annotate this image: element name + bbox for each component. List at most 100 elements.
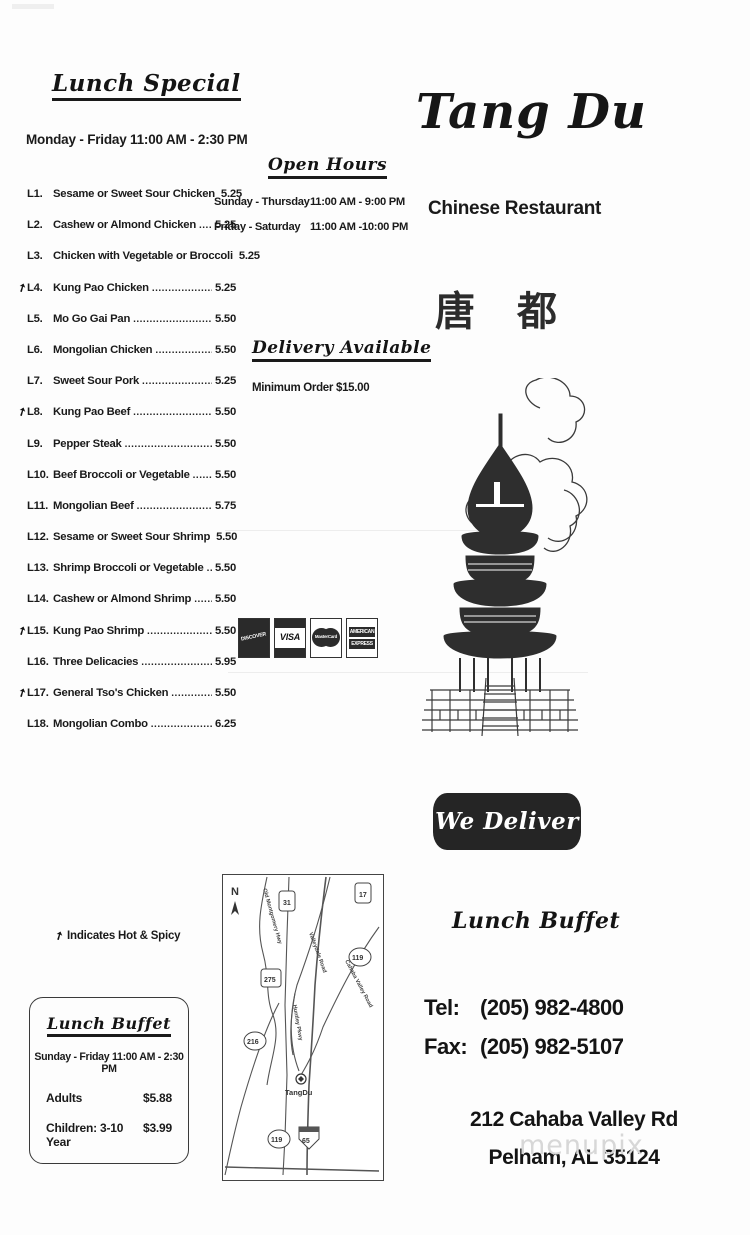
mastercard-circles: MasterCard <box>312 628 340 648</box>
menu-item-price: 5.25 <box>215 375 236 388</box>
menu-item-name: Kung Pao Beef <box>53 406 131 419</box>
menu-item-name: Shrimp Broccoli or Vegetable <box>53 562 204 575</box>
menu-item-price: 5.50 <box>215 406 236 419</box>
open-hours-time: 11:00 AM -10:00 PM <box>310 221 409 233</box>
map-road-31 <box>282 876 290 1176</box>
open-hours-time: 11:00 AM - 9:00 PM <box>310 196 405 208</box>
lunch-buffet-children-label: Children: 3-10 Year <box>46 1121 124 1149</box>
scan-artifact <box>228 672 588 673</box>
lunch-buffet-box-hours: Sunday - Friday 11:00 AM - 2:30 PM <box>34 1051 184 1075</box>
menu-item-name: Mongolian Combo <box>53 718 148 731</box>
menu-item-leader-dots: ........................................… <box>142 376 212 388</box>
discover-card-label: DISCOVER <box>240 631 267 643</box>
spicy-icon-placeholder <box>19 257 27 261</box>
menu-item-leader-dots: ........................................… <box>192 469 212 481</box>
menu-item-leader-dots: ........................................… <box>141 656 212 668</box>
delivery-available-heading: Delivery Available <box>252 338 432 362</box>
map-shield-31-label: 31 <box>283 900 291 907</box>
pagoda-roof-1 <box>461 531 539 555</box>
menu-item-name: Sesame or Sweet Sour Chicken <box>53 188 215 200</box>
menu-item-leader-dots: ........................................… <box>194 594 212 606</box>
menu-item-price: 5.25 <box>215 281 236 294</box>
spicy-legend: ➚Indicates Hot & Spicy <box>52 929 180 944</box>
menu-item-leader-dots: ........................................… <box>155 344 212 356</box>
restaurant-name: Tang Du <box>416 84 647 140</box>
map-shield-275: 275 <box>260 968 282 988</box>
telephone-number: (205) 982-4800 <box>480 995 624 1020</box>
map-road-valleydale <box>290 876 331 1072</box>
pagoda-roof-3 <box>443 631 557 659</box>
restaurant-chinese-name: 唐都 <box>435 289 599 335</box>
menupix-watermark: menupix <box>519 1130 644 1161</box>
lunch-buffet-row-children: Children: 3-10 Year $3.99 <box>30 1121 188 1149</box>
menu-item-row: L11.Mongolian Beef......................… <box>18 500 236 531</box>
menu-item-row: L3.Chicken with Vegetable or Broccoli...… <box>18 250 260 281</box>
pagoda-base <box>422 677 578 737</box>
spicy-icon-placeholder <box>19 320 27 324</box>
address-block: 212 Cahaba Valley Rd Pelham, AL 35124 <box>424 1108 724 1184</box>
pagoda-icon <box>420 376 620 740</box>
menu-item-price: 5.25 <box>220 188 242 200</box>
pagoda-dome-window <box>494 482 500 504</box>
menu-item-row: L13.Shrimp Broccoli or Vegetable........… <box>18 562 236 593</box>
discover-card-icon: DISCOVER <box>238 618 270 658</box>
lunch-special-heading: Lunch Special <box>52 70 241 101</box>
open-hours-row: Sunday - Thursday 11:00 AM - 9:00 PM <box>214 196 420 221</box>
menu-item-row: L12.Sesame or Sweet Sour Shrimp.........… <box>18 531 237 562</box>
menu-item-code: L7. <box>27 375 43 388</box>
telephone-label: Tel: <box>424 995 460 1020</box>
amex-label-top: AMERICAN <box>349 627 375 637</box>
mastercard-circle-right <box>321 628 340 647</box>
fax-number: (205) 982-5107 <box>480 1034 624 1059</box>
open-hours-days: Sunday - Thursday <box>214 196 310 208</box>
address-city-state-zip: Pelham, AL 35124 <box>488 1146 660 1169</box>
menu-item-code: L18. <box>27 718 49 731</box>
delivery-available-heading-text: Delivery Available <box>252 338 432 362</box>
menu-item-code: L15. <box>27 624 49 637</box>
map-shield-216: 216 <box>243 1031 267 1051</box>
pagoda-body-2-detail <box>468 563 532 571</box>
visa-card-label: VISA <box>279 632 301 643</box>
menu-item-code: L4. <box>27 281 43 294</box>
open-hours-table: Sunday - Thursday 11:00 AM - 9:00 PM Fri… <box>214 196 420 246</box>
spicy-icon-placeholder <box>19 663 27 667</box>
menu-item-name: Sesame or Sweet Sour Shrimp <box>53 531 211 544</box>
map-north-label: N <box>231 886 239 898</box>
map-shield-119-south: 119 <box>267 1129 291 1149</box>
open-hours-row: Friday - Saturday 11:00 AM -10:00 PM <box>214 221 420 246</box>
lunch-buffet-adults-price: $5.88 <box>142 1091 172 1105</box>
menu-item-code: L3. <box>27 250 43 263</box>
lunch-buffet-children-price: $3.99 <box>142 1121 172 1135</box>
menu-item-price: 5.50 <box>215 687 236 699</box>
map-shield-275-label: 275 <box>264 977 276 984</box>
map-drawing: N Old Montgomery Hwy Valleydale Road Cah… <box>224 876 380 1176</box>
spicy-icon-placeholder <box>19 725 27 729</box>
location-map: N Old Montgomery Hwy Valleydale Road Cah… <box>222 874 384 1181</box>
map-shield-i65: 65 <box>298 1126 320 1150</box>
menu-item-name: General Tso's Chicken <box>53 687 169 699</box>
menu-item-leader-dots: ........................................… <box>124 438 212 450</box>
menu-item-row: ➚L17.General Tso's Chicken..............… <box>15 686 236 718</box>
menu-item-name: Mongolian Beef <box>53 499 134 512</box>
spicy-icon-placeholder <box>19 476 27 480</box>
map-label-cahaba-valley: Cahaba Valley Road <box>343 959 374 1009</box>
telephone-line: Tel: (205) 982-4800 <box>424 995 714 1034</box>
menu-item-row: L16.Three Delicacies....................… <box>18 656 236 687</box>
lunch-buffet-box: Lunch Buffet Sunday - Friday 11:00 AM - … <box>29 997 189 1164</box>
map-label-valleydale: Valleydale Road <box>307 932 327 975</box>
menu-item-row: L10.Beef Broccoli or Vegetable..........… <box>18 469 236 500</box>
lunch-special-heading-text: Lunch Special <box>52 70 241 101</box>
menu-item-name: Cashew or Almond Chicken <box>53 219 196 232</box>
menu-item-row: L7.Sweet Sour Pork......................… <box>18 375 236 406</box>
menu-item-price: 5.50 <box>215 624 236 637</box>
menu-item-code: L11. <box>27 499 48 512</box>
menu-item-name: Beef Broccoli or Vegetable <box>53 468 190 481</box>
open-hours-days: Friday - Saturday <box>214 221 301 233</box>
menu-item-code: L9. <box>27 437 43 450</box>
spicy-icon-placeholder <box>19 600 27 604</box>
pagoda-dome-band <box>476 504 524 507</box>
visa-card-icon: VISA <box>274 618 306 658</box>
open-hours-heading-text: Open Hours <box>268 155 388 179</box>
menu-item-code: L8. <box>27 406 43 419</box>
menu-item-leader-dots: ........................................… <box>198 220 212 232</box>
